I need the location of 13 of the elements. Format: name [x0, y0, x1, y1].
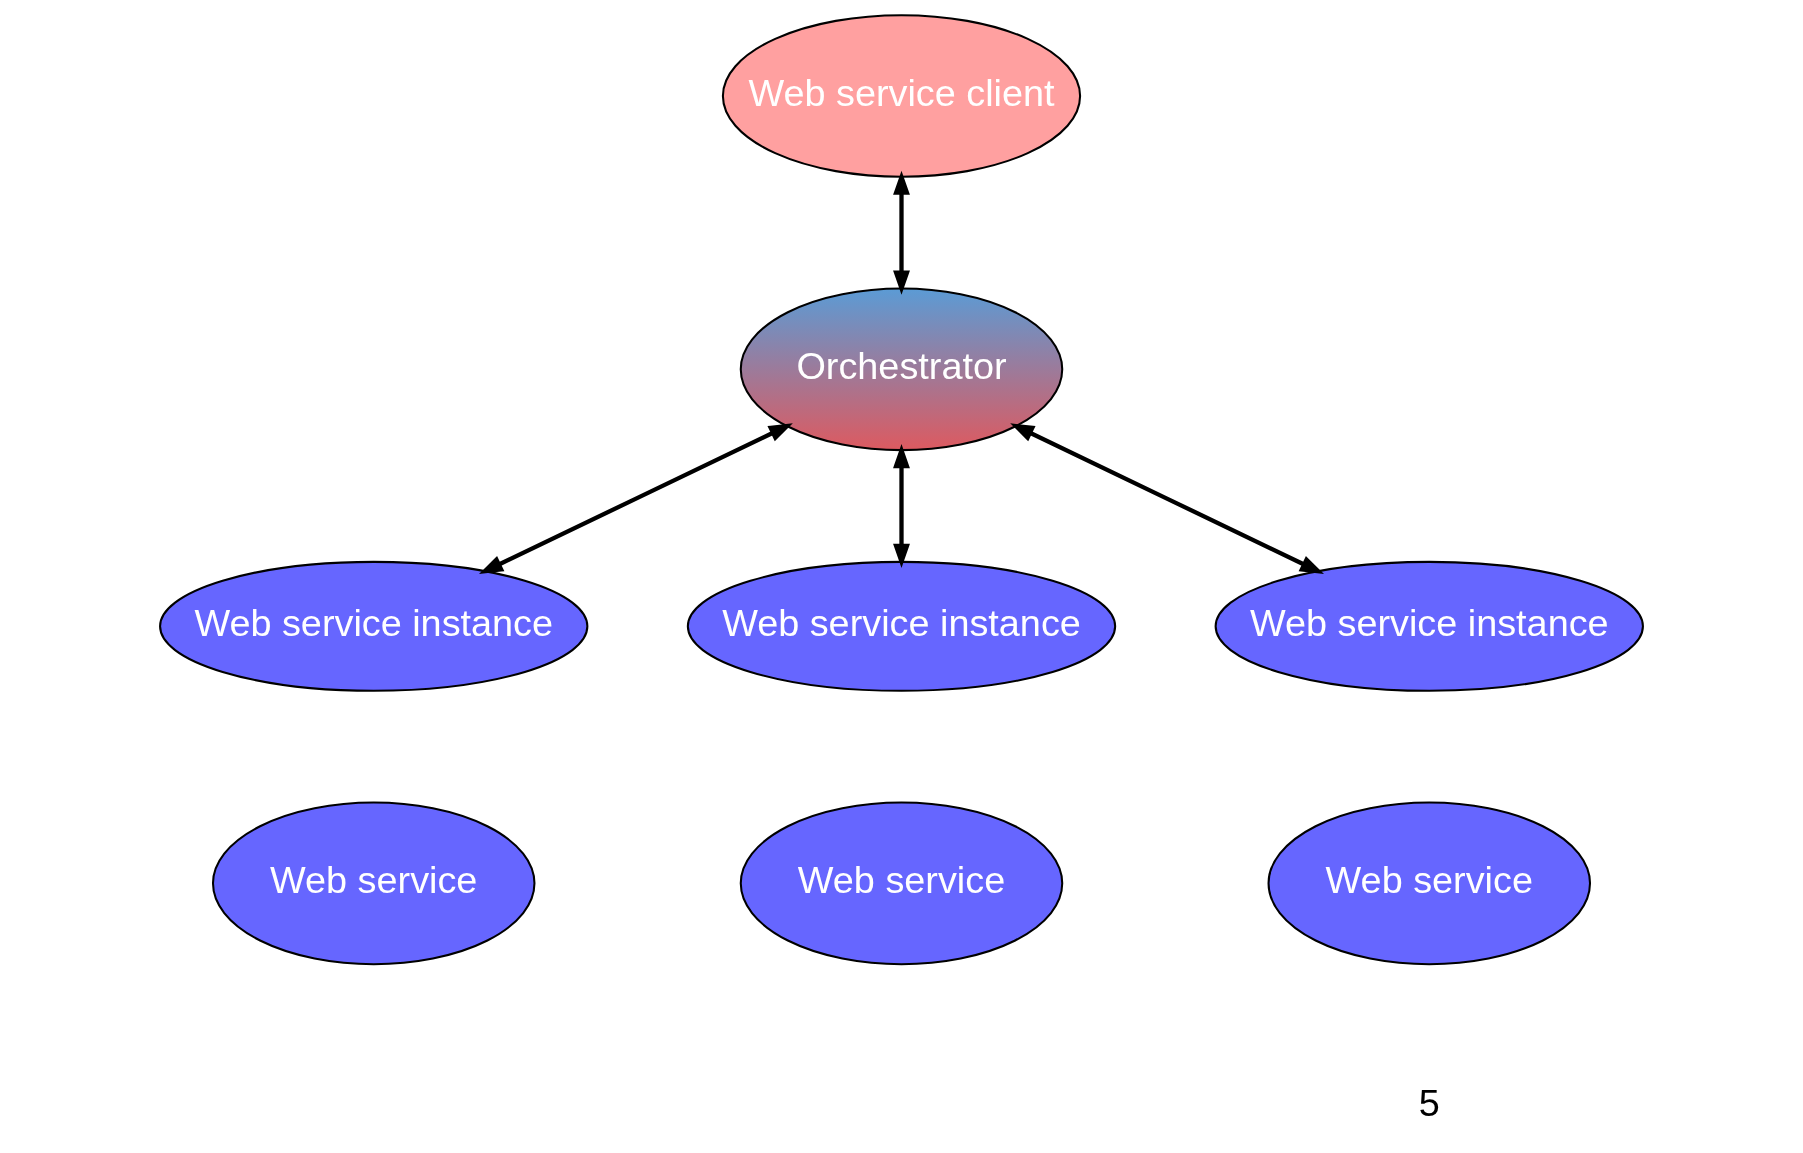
- node-ellipse: Web service instance: [159, 560, 589, 692]
- node-ellipse: Web service client: [721, 14, 1082, 178]
- node-ellipse: Web service: [211, 801, 536, 966]
- arrow: [893, 170, 910, 295]
- node-ellipse: Web service: [739, 801, 1064, 966]
- node-ellipse: Web service instance: [686, 560, 1117, 692]
- node-ellipse: Web service: [1267, 801, 1592, 966]
- node-ellipse: Orchestrator: [739, 287, 1064, 452]
- arrow: [893, 444, 910, 568]
- node-ellipse: Web service instance: [1214, 560, 1644, 692]
- arrow: [478, 423, 793, 575]
- label: 5: [1418, 1082, 1440, 1125]
- arrow: [1010, 423, 1325, 575]
